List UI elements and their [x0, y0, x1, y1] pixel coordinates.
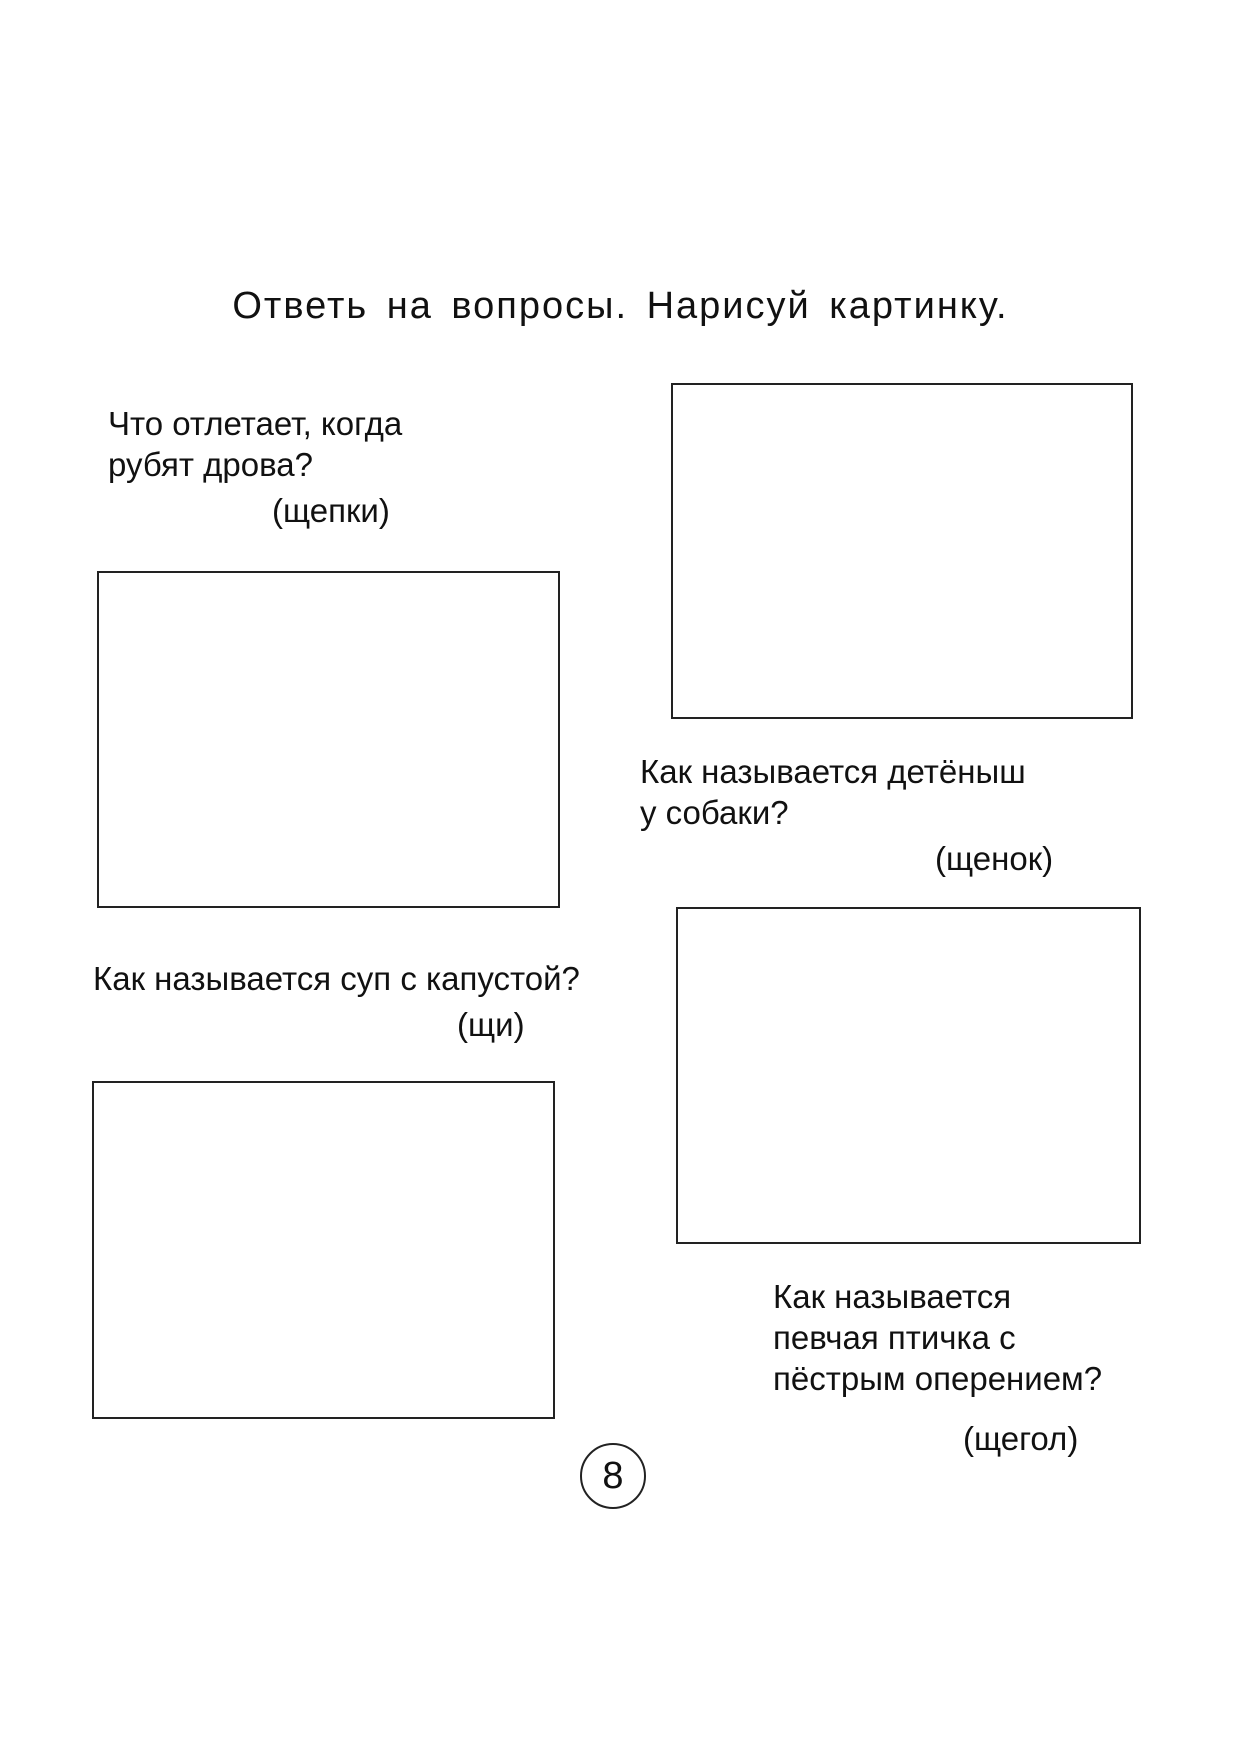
drawing-box-1[interactable] — [97, 571, 560, 908]
drawing-box-3[interactable] — [92, 1081, 555, 1419]
question-1-text: Что отлетает, когда рубят дрова? — [108, 405, 403, 483]
page-title: Ответь на вопросы. Нарисуй картинку. — [232, 285, 1009, 327]
drawing-box-4[interactable] — [676, 907, 1141, 1244]
question-4-answer: (щегол) — [963, 1420, 1079, 1457]
question-2-answer: (щенок) — [935, 840, 1054, 877]
question-3-answer: (щи) — [457, 1006, 525, 1043]
question-2-text: Как называется детёныш у собаки? — [640, 753, 1026, 831]
drawing-box-2[interactable] — [671, 383, 1133, 719]
question-3-text: Как называется суп с капустой? — [93, 960, 580, 997]
page-number-badge: 8 — [580, 1443, 646, 1509]
question-1-answer: (щепки) — [272, 492, 390, 529]
question-4-text: Как называется певчая птичка с пёстрым о… — [773, 1278, 1103, 1397]
page-number: 8 — [602, 1454, 624, 1497]
